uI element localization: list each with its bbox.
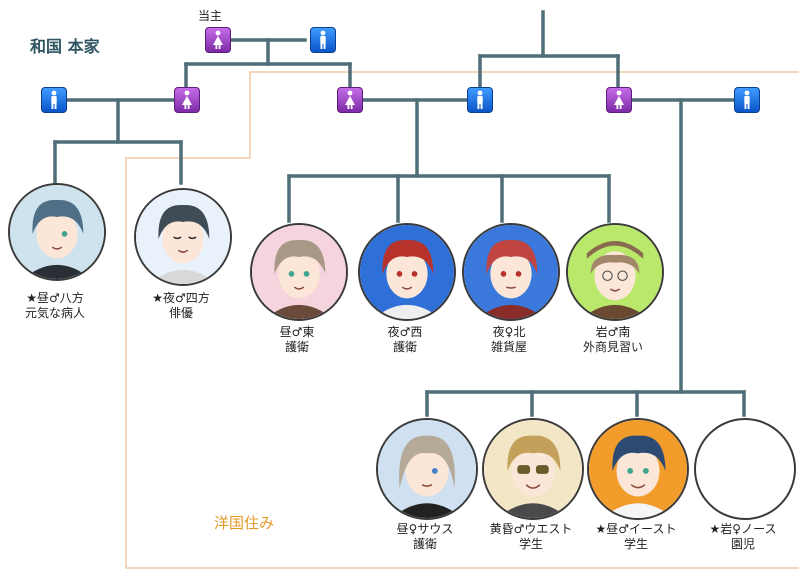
portrait-happo bbox=[8, 183, 106, 281]
caption-azuma-role: 護衛 bbox=[284, 340, 309, 354]
portrait-kita bbox=[462, 223, 560, 321]
caption-shiho-role: 俳優 bbox=[168, 306, 193, 320]
overseas-region-border bbox=[125, 71, 799, 569]
portrait-minami bbox=[566, 223, 664, 321]
portrait-nishi bbox=[358, 223, 456, 321]
female-symbol-icon bbox=[337, 87, 363, 113]
portrait-west bbox=[482, 418, 584, 520]
female-symbol-icon bbox=[606, 87, 632, 113]
male-symbol-icon bbox=[467, 87, 493, 113]
caption-kita-role: 雑貨屋 bbox=[490, 340, 527, 354]
portrait-azuma bbox=[250, 223, 348, 321]
caption-east-role: 学生 bbox=[623, 537, 648, 551]
male-symbol-icon bbox=[310, 27, 336, 53]
female-symbol-icon bbox=[205, 27, 231, 53]
head-of-family-label: 当主 bbox=[198, 9, 223, 23]
caption-shiho-name: ★夜♂四方 bbox=[152, 291, 210, 305]
overseas-region-label: 洋国住み bbox=[214, 514, 275, 532]
portrait-east bbox=[587, 418, 689, 520]
caption-west-role: 学生 bbox=[518, 537, 543, 551]
caption-azuma-name: 昼♂東 bbox=[279, 325, 315, 339]
male-symbol-icon bbox=[41, 87, 67, 113]
page-title: 和国 本家 bbox=[30, 37, 100, 56]
portrait-shiho bbox=[134, 188, 232, 286]
caption-minami-name: 岩♂南 bbox=[595, 325, 631, 339]
caption-happo-role: 元気な病人 bbox=[24, 306, 85, 320]
caption-happo-name: ★昼♂八方 bbox=[26, 291, 84, 305]
caption-kita-name: 夜♀北 bbox=[492, 325, 526, 339]
caption-south-name: 昼♀サウス bbox=[396, 522, 454, 536]
female-symbol-icon bbox=[174, 87, 200, 113]
caption-minami-role: 外商見習い bbox=[582, 340, 643, 354]
caption-north-name: ★岩♀ノース bbox=[709, 522, 777, 536]
caption-nishi-name: 夜♂西 bbox=[387, 325, 423, 339]
caption-north-role: 園児 bbox=[730, 537, 755, 551]
caption-nishi-role: 護衛 bbox=[392, 340, 417, 354]
portrait-north-placeholder bbox=[694, 418, 796, 520]
caption-south-role: 護衛 bbox=[412, 537, 437, 551]
caption-east-name: ★昼♂イースト bbox=[595, 522, 677, 536]
portrait-south bbox=[376, 418, 478, 520]
caption-west-name: 黄昏♂ウエスト bbox=[489, 522, 573, 536]
male-symbol-icon bbox=[734, 87, 760, 113]
